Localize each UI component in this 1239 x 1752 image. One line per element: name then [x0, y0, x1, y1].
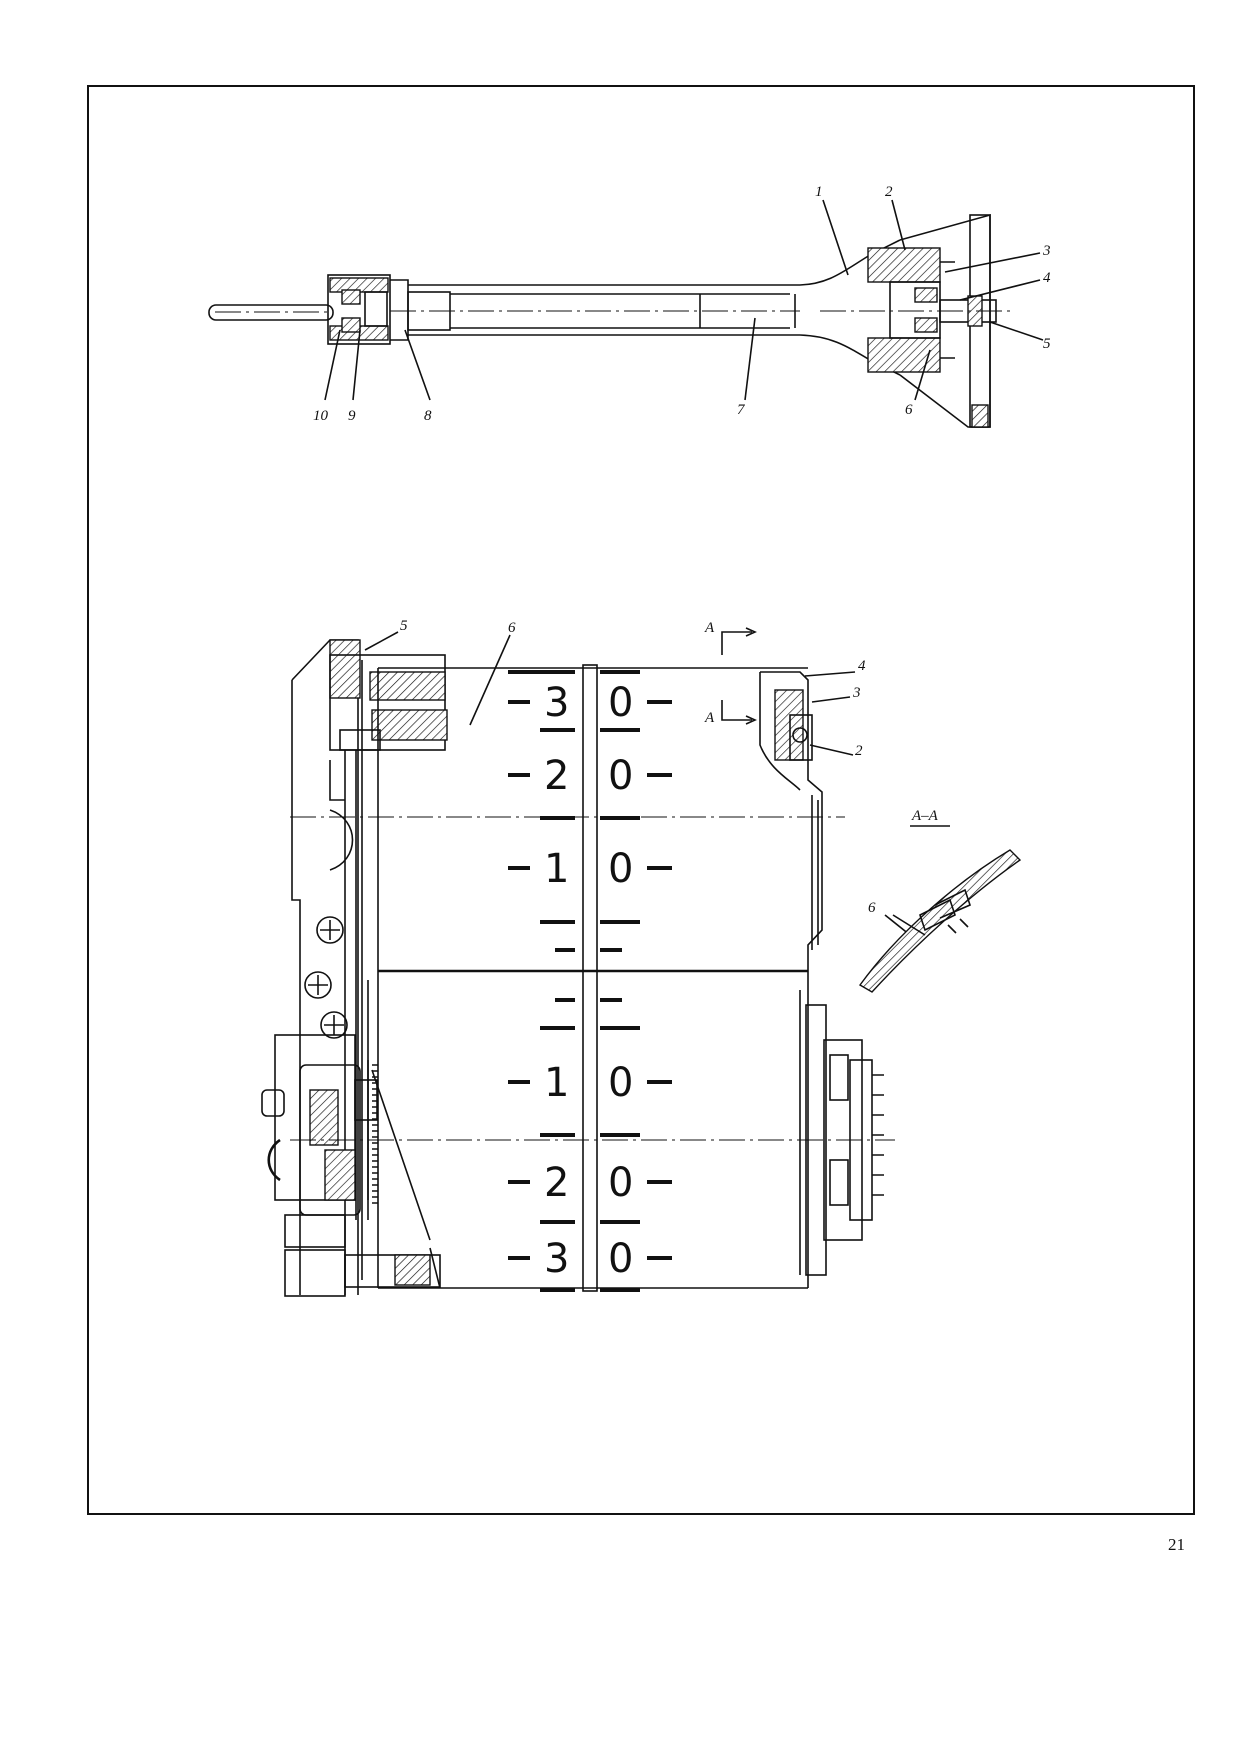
callout-1: 1: [815, 184, 823, 200]
drum-assembly-drawing: [261, 627, 911, 1297]
callout-6: 6: [905, 402, 913, 418]
scale-upper-10-left: 1: [544, 846, 569, 892]
section-mark-lower: A: [704, 710, 715, 726]
scale-upper-20-left: 2: [544, 753, 569, 799]
drum-callout-5: 5: [400, 618, 408, 634]
drawing-frame: [87, 85, 1195, 1515]
scale-lower-20-left: 2: [544, 1160, 569, 1206]
callout-2: 2: [885, 184, 893, 200]
callout-3: 3: [1042, 243, 1051, 259]
scale-lower-30-right: 0: [608, 1236, 633, 1282]
scale-lower-10-right: 0: [608, 1060, 633, 1106]
callout-7: 7: [737, 402, 746, 418]
section-mark-upper: A: [704, 620, 715, 636]
callout-4: 4: [1043, 270, 1051, 286]
drum-callout-2: 2: [855, 743, 863, 759]
scale-upper-10-right: 0: [608, 846, 633, 892]
scale-upper-30-right: 0: [608, 680, 633, 726]
shaft-assembly-drawing: 1 2 3 4 5 6 7 8 9 10: [208, 184, 1051, 428]
page-number: 21: [1168, 1535, 1185, 1554]
scale-lower-20-right: 0: [608, 1160, 633, 1206]
callout-9: 9: [348, 408, 356, 424]
scale-lower-10-left: 1: [544, 1060, 569, 1106]
drum-callout-6: 6: [508, 620, 516, 636]
detail-callout-6: 6: [868, 900, 876, 916]
callout-5: 5: [1043, 336, 1051, 352]
drum-callout-4: 4: [858, 658, 866, 674]
scale-upper-30-left: 3: [544, 680, 569, 726]
scale-lower: 1 0 2 0 3 0: [508, 998, 672, 1292]
scale-upper: 3 0 2 0 1 0: [508, 670, 672, 952]
section-a-a-detail: A–A 6: [858, 808, 1022, 993]
screw-2: [304, 971, 332, 999]
screw-1: [316, 916, 344, 944]
section-title: A–A: [911, 808, 939, 824]
scale-upper-20-right: 0: [608, 753, 633, 799]
screw-3: [320, 1011, 348, 1039]
callout-8: 8: [424, 408, 432, 424]
drum-callout-3: 3: [852, 685, 861, 701]
callout-10: 10: [313, 408, 329, 424]
scale-lower-30-left: 3: [544, 1236, 569, 1282]
